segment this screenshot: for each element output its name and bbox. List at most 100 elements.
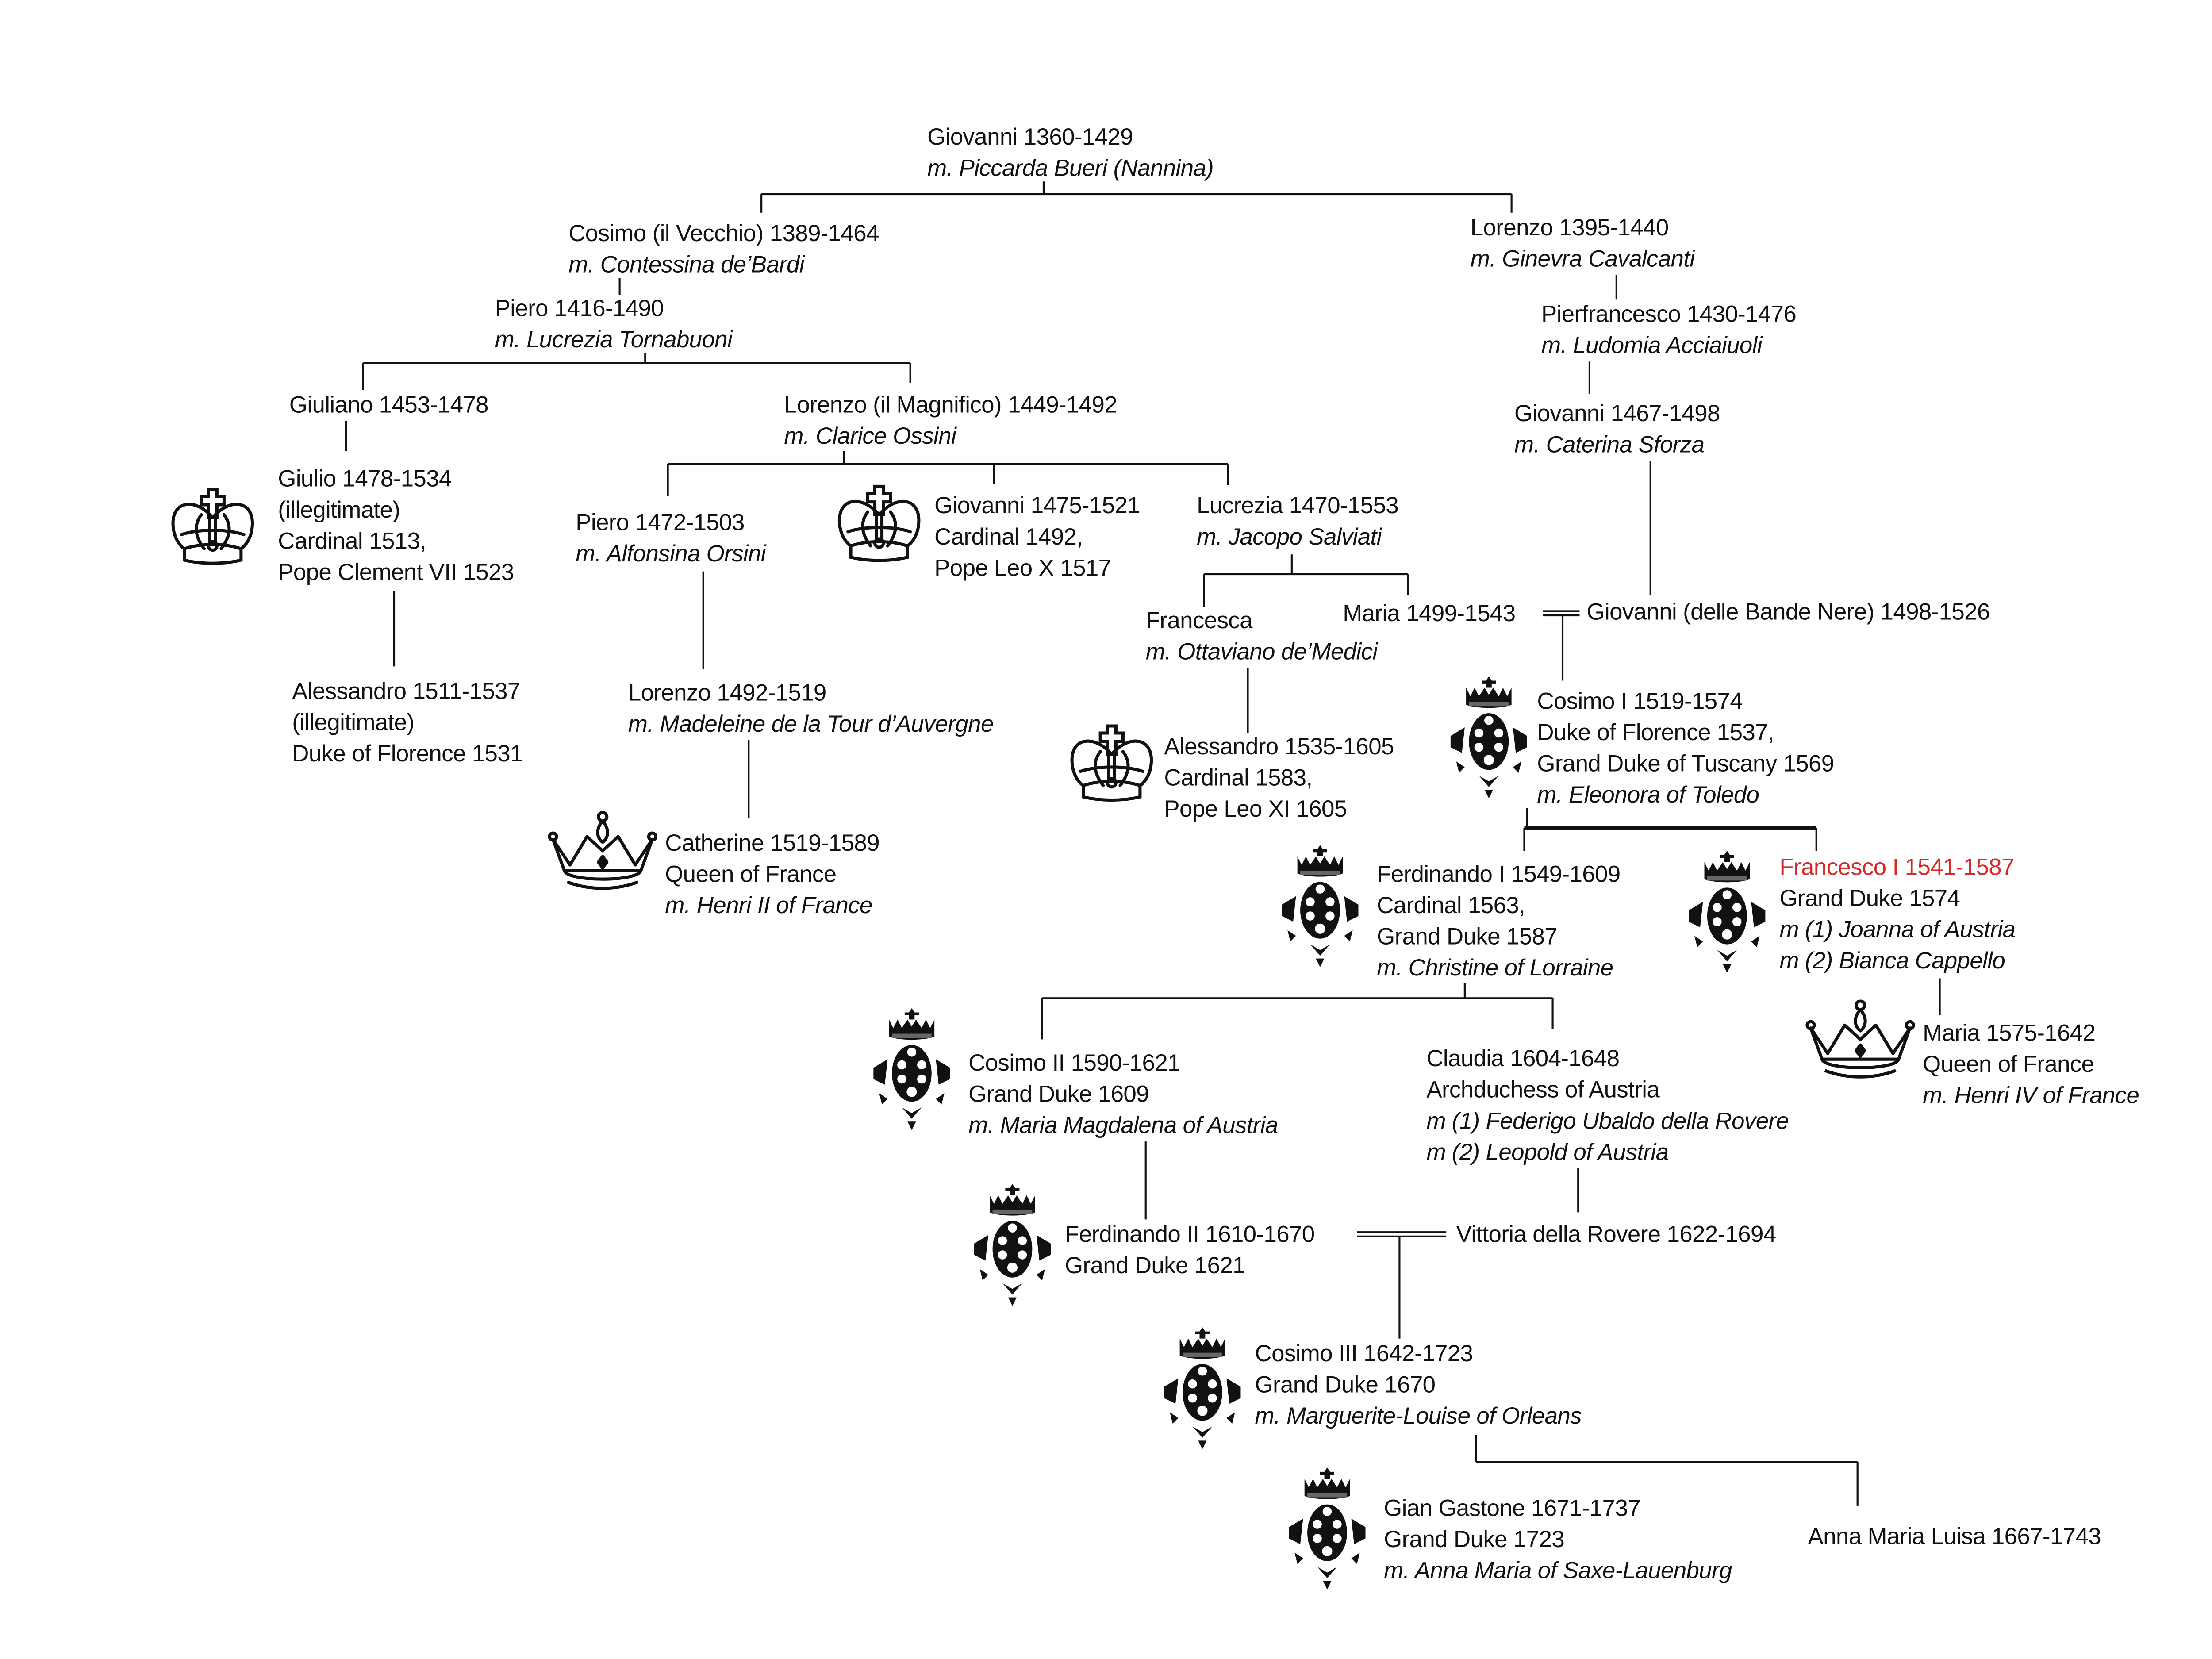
title-line: (illegitimate) (292, 710, 415, 736)
spouse-line: m (1) Joanna of Austria (1779, 917, 2016, 943)
person-name: Catherine 1519-1589 (665, 831, 879, 856)
title-line: Archduchess of Austria (1426, 1077, 1660, 1103)
title-line: Grand Duke 1609 (968, 1082, 1149, 1108)
person-name: Maria 1499-1543 (1343, 601, 1516, 627)
spouse-line: m. Henri IV of France (1923, 1083, 2139, 1109)
person-name: Alessandro 1511-1537 (292, 679, 520, 705)
title-line: Duke of Florence 1537, (1537, 720, 1774, 746)
spouse-line: m. Ottaviano de’Medici (1145, 639, 1378, 665)
person-giovanni-1360: Giovanni 1360-1429 m. Piccarda Bueri (Nan… (927, 122, 1214, 184)
spouse-line: m. Jacopo Salviati (1197, 524, 1382, 550)
spouse-line: m. Lucrezia Tornabuoni (495, 327, 733, 353)
person-name: Giuliano 1453-1478 (289, 392, 489, 419)
grand-ducal-arms-icon (1289, 1467, 1366, 1590)
title-line: Pope Clement VII 1523 (278, 560, 514, 586)
royal-crown-icon (549, 813, 656, 888)
person-anna-maria-luisa: Anna Maria Luisa 1667-1743 (1808, 1521, 2101, 1553)
grand-ducal-arms-icon (1689, 851, 1766, 973)
spouse-line: m (1) Federigo Ubaldo della Rovere (1426, 1109, 1789, 1135)
person-name: Francesca (1145, 608, 1253, 634)
person-name: Giovanni 1467-1498 (1514, 401, 1720, 427)
person-name: Lorenzo 1492-1519 (628, 680, 826, 707)
title-line: Pope Leo XI 1605 (1164, 797, 1347, 822)
title-line: Grand Duke of Tuscany 1569 (1537, 751, 1834, 777)
person-name: Maria 1575-1642 (1923, 1021, 2096, 1047)
person-giovanni-1467: Giovanni 1467-1498 m. Caterina Sforza (1514, 399, 1720, 461)
person-name: Lucrezia 1470-1553 (1197, 493, 1399, 519)
title-line: Cardinal 1583, (1164, 765, 1313, 791)
person-name: Ferdinando II 1610-1670 (1065, 1222, 1315, 1248)
person-name: Giovanni 1475-1521 (934, 493, 1140, 519)
title-line: Grand Duke 1723 (1384, 1527, 1565, 1553)
person-name: Piero 1472-1503 (576, 510, 745, 536)
spouse-line: m. Ludomia Acciaiuoli (1541, 333, 1763, 359)
spouse-line: m. Ginevra Cavalcanti (1470, 246, 1695, 273)
title-line: Duke of Florence 1531 (292, 741, 523, 767)
title-line: Grand Duke 1670 (1255, 1372, 1436, 1398)
grand-ducal-arms-icon (1164, 1327, 1241, 1449)
person-cosimo-il-vecchio: Cosimo (il Vecchio) 1389-1464 m. Contessi… (568, 219, 879, 281)
spouse-line: m. Anna Maria of Saxe-Lauenburg (1384, 1558, 1732, 1584)
title-line: Grand Duke 1574 (1779, 886, 1960, 912)
person-name: Piero 1416-1490 (495, 296, 664, 322)
spouse-line: m. Madeleine de la Tour d’Auvergne (628, 711, 994, 737)
title-line: Pope Leo X 1517 (934, 556, 1111, 582)
person-name: Cosimo (il Vecchio) 1389-1464 (568, 221, 879, 247)
person-lucrezia-1470: Lucrezia 1470-1553 m. Jacopo Salviati (1197, 491, 1399, 553)
person-name: Giovanni 1360-1429 (927, 125, 1133, 150)
spouse-line: m (2) Leopold of Austria (1426, 1140, 1669, 1166)
person-name: Cosimo III 1642-1723 (1255, 1341, 1473, 1367)
title-line: Grand Duke 1621 (1065, 1253, 1246, 1279)
spouse-line: m. Alfonsina Orsini (576, 541, 766, 568)
person-piero-1472: Piero 1472-1503 m. Alfonsina Orsini (576, 507, 766, 570)
spouse-line: m. Contessina de’Bardi (568, 252, 804, 278)
papal-crown-icon (173, 489, 252, 563)
person-name: Giulio 1478-1534 (278, 466, 452, 492)
person-name: Cosimo I 1519-1574 (1537, 689, 1743, 715)
grand-ducal-arms-icon (1282, 845, 1359, 967)
person-name: Cosimo II 1590-1621 (968, 1050, 1180, 1076)
person-name: Claudia 1604-1648 (1426, 1046, 1620, 1072)
papal-crown-icon (839, 486, 918, 560)
spouse-line: m. Caterina Sforza (1514, 432, 1705, 458)
grand-ducal-arms-icon (974, 1184, 1051, 1306)
spouse-line: m. Clarice Ossini (784, 424, 956, 450)
title-line: Cardinal 1563, (1377, 893, 1525, 919)
person-pierfrancesco-1430: Pierfrancesco 1430-1476 m. Ludomia Acciai… (1541, 299, 1797, 361)
spouse-line: m (2) Bianca Cappello (1779, 949, 2005, 974)
person-name: Ferdinando I 1549-1609 (1377, 862, 1621, 888)
spouse-line: m. Eleonora of Toledo (1537, 783, 1759, 808)
person-name: Anna Maria Luisa 1667-1743 (1808, 1524, 2101, 1550)
title-line: Cardinal 1513, (278, 529, 426, 555)
spouse-line: m. Marguerite-Louise of Orleans (1255, 1404, 1582, 1429)
spouse-line: m. Christine of Lorraine (1377, 956, 1613, 981)
person-name: Giovanni (delle Bande Nere) 1498-1526 (1586, 599, 1990, 626)
grand-ducal-arms-icon (1450, 676, 1527, 799)
person-vittoria-della-rovere: Vittoria della Rovere 1622-1694 (1456, 1219, 1777, 1251)
title-line: Grand Duke 1587 (1377, 924, 1558, 950)
royal-crown-icon (1807, 1001, 1913, 1077)
person-francesca: Francesca m. Ottaviano de’Medici (1146, 606, 1378, 668)
spouse-line: m. Henri II of France (665, 893, 872, 919)
person-alessandro-1511: Alessandro 1511-1537 (illegitimate) Duke o… (292, 676, 523, 770)
person-name: Pierfrancesco 1430-1476 (1541, 302, 1797, 328)
grand-ducal-arms-icon (873, 1008, 950, 1130)
title-line: Queen of France (1923, 1052, 2094, 1078)
spouse-line: m. Piccarda Bueri (Nannina) (927, 156, 1214, 182)
person-name: Vittoria della Rovere 1622-1694 (1456, 1222, 1777, 1248)
